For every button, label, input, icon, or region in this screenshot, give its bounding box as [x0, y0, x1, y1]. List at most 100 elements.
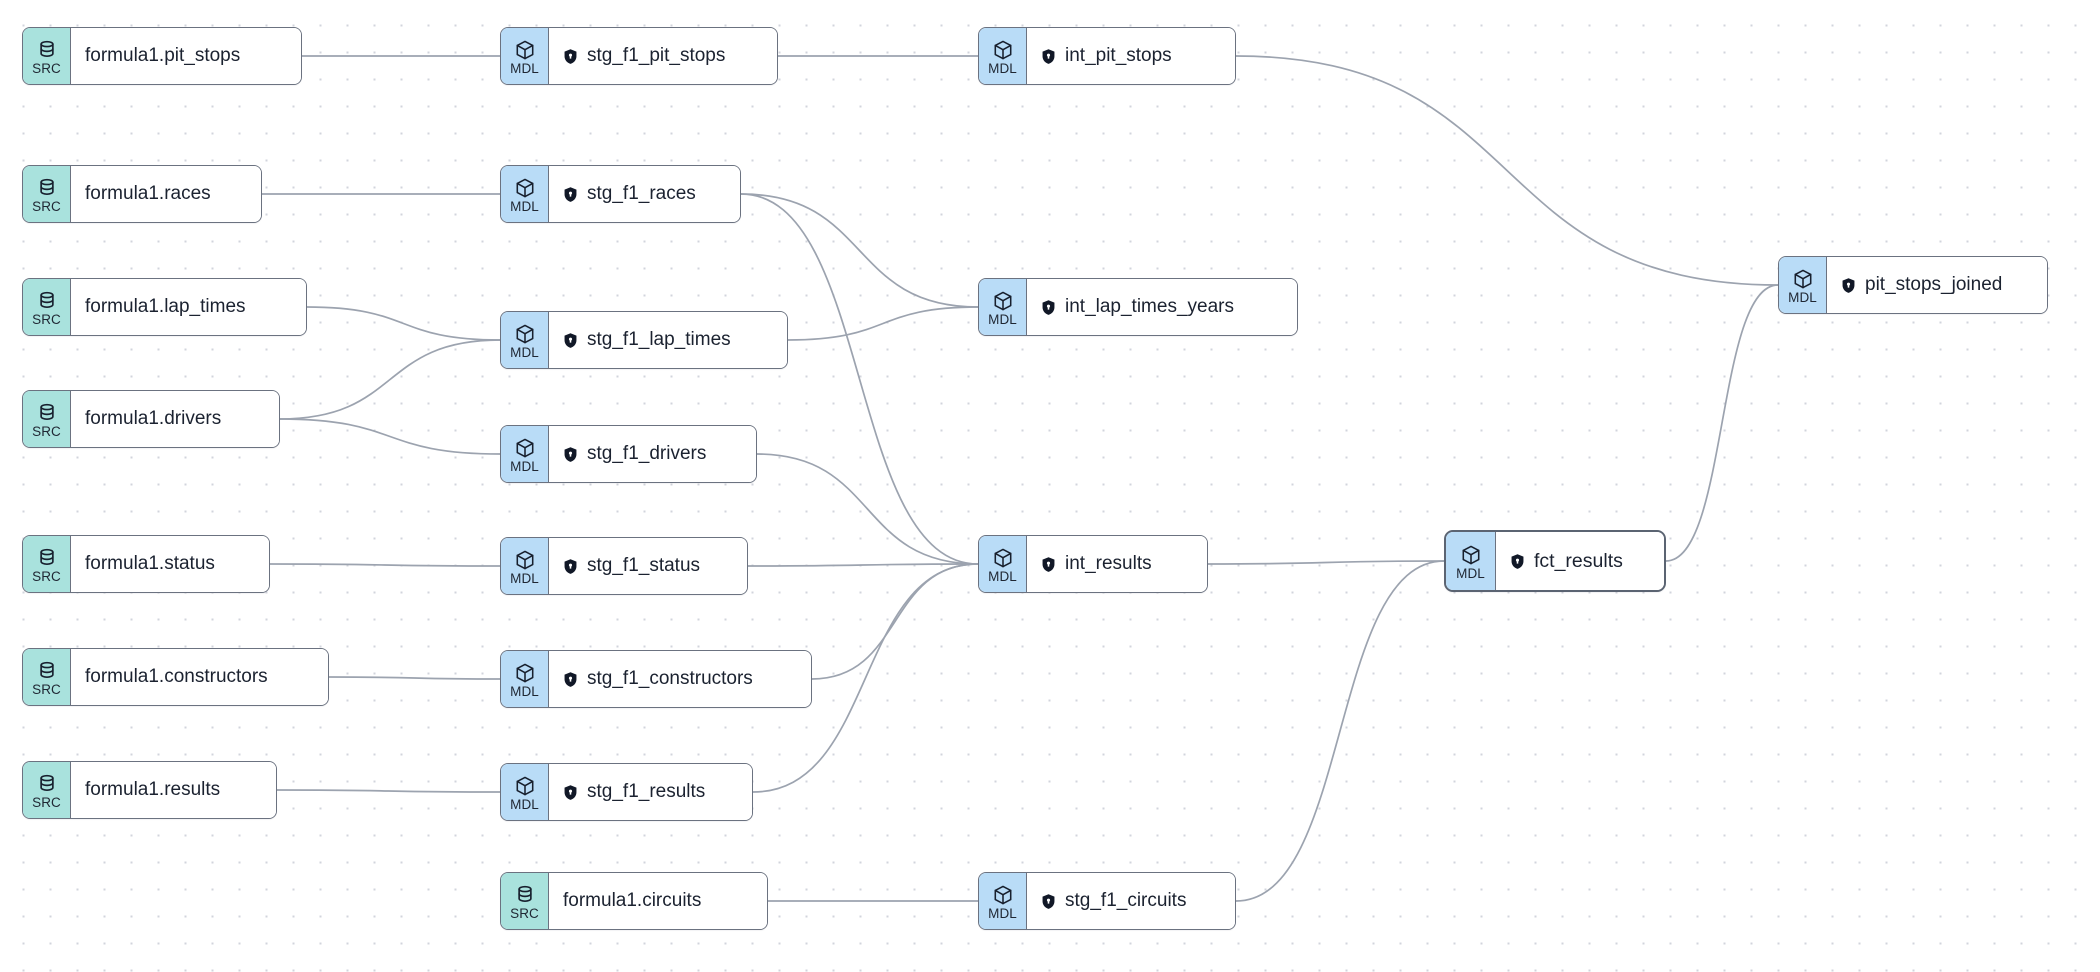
node-body: stg_f1_lap_times [549, 312, 787, 368]
node-label: stg_f1_constructors [587, 668, 753, 689]
node-label: stg_f1_circuits [1065, 890, 1187, 911]
node-label: formula1.pit_stops [85, 45, 241, 66]
node-body: formula1.results [71, 762, 276, 818]
cube-icon [1460, 544, 1482, 566]
node-type-badge-mdl: MDL [1779, 257, 1827, 313]
shield-lock-icon [1040, 556, 1057, 573]
cube-icon [514, 775, 536, 797]
cube-icon [514, 177, 536, 199]
node-type-label: MDL [510, 458, 539, 474]
node-type-badge-mdl: MDL [501, 166, 549, 222]
database-icon [36, 773, 58, 795]
shield-lock-icon [1509, 553, 1526, 570]
lineage-node-stg_circuits[interactable]: MDL stg_f1_circuits [978, 872, 1236, 930]
lineage-node-stg_status[interactable]: MDL stg_f1_status [500, 537, 748, 595]
lineage-edge-src_drivers-to-stg_drivers [279, 418, 501, 455]
shield-lock-icon [562, 186, 579, 203]
node-body: formula1.pit_stops [71, 28, 301, 84]
node-type-label: MDL [988, 60, 1017, 76]
node-type-badge-mdl: MDL [501, 312, 549, 368]
lineage-node-fct_results[interactable]: MDL fct_results [1444, 530, 1666, 592]
lineage-node-src_circuits[interactable]: SRC formula1.circuits [500, 872, 768, 930]
cube-icon [992, 884, 1014, 906]
node-type-badge-src: SRC [23, 391, 71, 447]
database-icon [36, 290, 58, 312]
node-body: formula1.constructors [71, 649, 328, 705]
database-icon [36, 39, 58, 61]
node-label: formula1.circuits [563, 890, 702, 911]
lineage-node-int_pit_stops[interactable]: MDL int_pit_stops [978, 27, 1236, 85]
lineage-node-int_results[interactable]: MDL int_results [978, 535, 1208, 593]
node-body: formula1.status [71, 536, 269, 592]
node-type-label: SRC [32, 60, 61, 76]
lineage-node-src_lap_times[interactable]: SRC formula1.lap_times [22, 278, 307, 336]
node-type-badge-mdl: MDL [501, 426, 549, 482]
node-type-label: SRC [32, 681, 61, 697]
lineage-edge-int_pit_stops-to-pit_stops_joined [1235, 55, 1779, 286]
cube-icon [1792, 268, 1814, 290]
node-type-badge-mdl: MDL [1446, 532, 1496, 590]
node-type-badge-src: SRC [23, 536, 71, 592]
shield-lock-icon [562, 671, 579, 688]
node-type-badge-mdl: MDL [501, 28, 549, 84]
node-type-badge-mdl: MDL [501, 764, 549, 820]
lineage-node-src_pit_stops[interactable]: SRC formula1.pit_stops [22, 27, 302, 85]
node-body: stg_f1_pit_stops [549, 28, 777, 84]
node-body: formula1.races [71, 166, 261, 222]
node-body: formula1.circuits [549, 873, 767, 929]
node-label: formula1.races [85, 183, 211, 204]
node-label: stg_f1_lap_times [587, 329, 731, 350]
cube-icon [514, 39, 536, 61]
lineage-edge-src_drivers-to-stg_lap_times [279, 339, 501, 420]
lineage-node-stg_lap_times[interactable]: MDL stg_f1_lap_times [500, 311, 788, 369]
node-type-badge-mdl: MDL [501, 538, 549, 594]
node-body: stg_f1_constructors [549, 651, 811, 707]
node-type-badge-mdl: MDL [979, 28, 1027, 84]
node-body: stg_f1_status [549, 538, 747, 594]
node-body: formula1.drivers [71, 391, 279, 447]
lineage-edge-stg_drivers-to-int_results [756, 453, 979, 565]
shield-lock-icon [1040, 299, 1057, 316]
node-body: int_results [1027, 536, 1207, 592]
node-type-badge-src: SRC [501, 873, 549, 929]
node-type-label: MDL [510, 344, 539, 360]
node-label: stg_f1_status [587, 555, 701, 576]
lineage-node-stg_drivers[interactable]: MDL stg_f1_drivers [500, 425, 757, 483]
node-label: formula1.results [85, 779, 221, 800]
node-label: int_pit_stops [1065, 45, 1172, 66]
cube-icon [514, 323, 536, 345]
database-icon [36, 177, 58, 199]
node-body: stg_f1_races [549, 166, 740, 222]
node-label: int_results [1065, 553, 1152, 574]
lineage-edge-stg_status-to-int_results [747, 563, 979, 567]
node-body: int_pit_stops [1027, 28, 1235, 84]
lineage-edge-stg_lap_times-to-int_lap_times_years [787, 306, 979, 341]
node-type-label: MDL [510, 796, 539, 812]
node-label: formula1.lap_times [85, 296, 246, 317]
shield-lock-icon [562, 48, 579, 65]
shield-lock-icon [1040, 48, 1057, 65]
node-label: fct_results [1534, 550, 1623, 572]
cube-icon [514, 549, 536, 571]
shield-lock-icon [1840, 277, 1857, 294]
node-type-label: MDL [988, 568, 1017, 584]
lineage-node-src_constructors[interactable]: SRC formula1.constructors [22, 648, 329, 706]
node-label: formula1.constructors [85, 666, 268, 687]
lineage-edge-stg_circuits-to-fct_results [1235, 560, 1445, 902]
node-type-badge-src: SRC [23, 279, 71, 335]
lineage-edge-src_lap_times-to-stg_lap_times [306, 306, 501, 341]
node-type-label: MDL [988, 905, 1017, 921]
node-type-label: MDL [1788, 289, 1817, 305]
node-label: stg_f1_drivers [587, 443, 707, 464]
